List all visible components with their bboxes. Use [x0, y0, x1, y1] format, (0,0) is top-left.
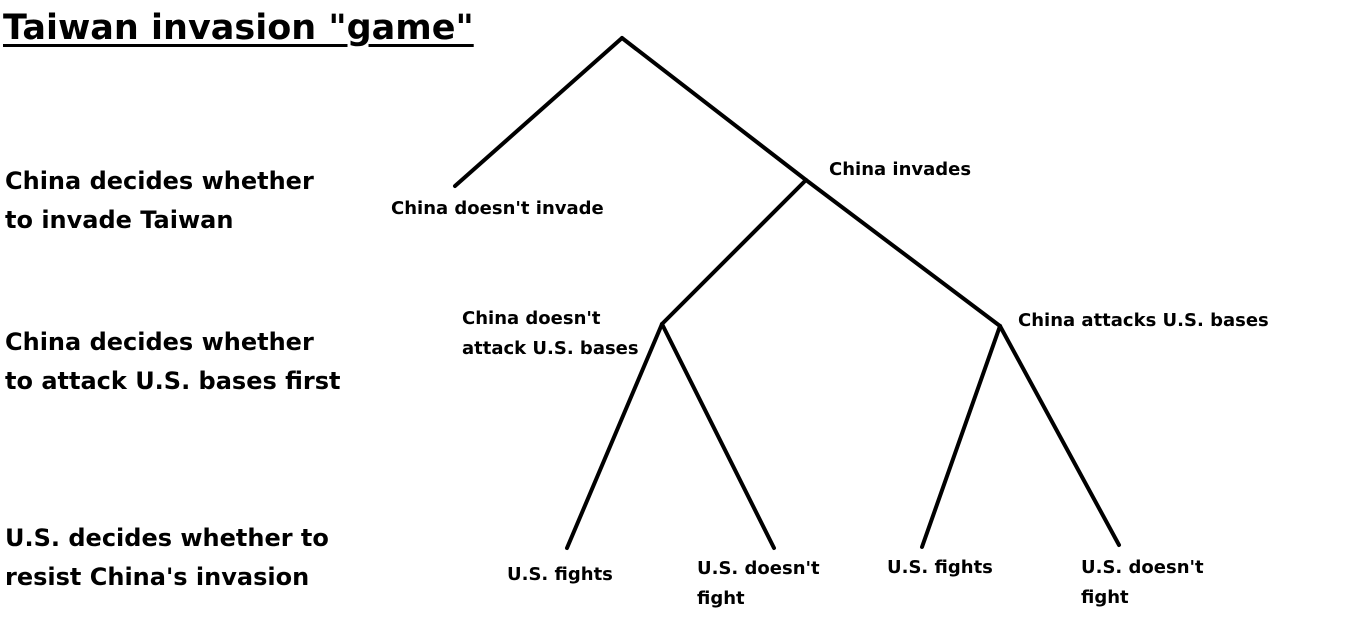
- edge-invades-attacks: [804, 178, 1002, 328]
- stage-label-line: to invade Taiwan: [5, 206, 234, 234]
- edge-root-no-invade: [453, 36, 624, 188]
- stage-label-line: U.S. decides whether to: [5, 524, 329, 552]
- edge-no-attack-us-fights: [565, 322, 664, 550]
- leaf-label-us-fights-2: U.S. fights: [887, 557, 993, 578]
- node-label-line: fight: [697, 588, 745, 609]
- stage-label-line: China decides whether: [5, 167, 314, 195]
- edge-attacks-us-fights: [920, 324, 1002, 549]
- edge-invades-no-attack: [660, 178, 808, 326]
- leaf-label-us-no-fight-2: U.S. doesn't fight: [1081, 553, 1204, 613]
- leaf-label-us-fights-1: U.S. fights: [507, 564, 613, 585]
- node-label-line: China doesn't: [462, 308, 601, 329]
- node-label-no-invade: China doesn't invade: [391, 198, 604, 219]
- node-label-no-attack: China doesn't attack U.S. bases: [462, 304, 639, 364]
- stage-label-attack-bases: China decides whether to attack U.S. bas…: [5, 323, 345, 401]
- node-label-invades: China invades: [829, 159, 972, 180]
- edge-no-attack-us-no-fight: [660, 322, 776, 550]
- leaf-label-us-no-fight-1: U.S. doesn't fight: [697, 554, 820, 614]
- edge-attacks-us-no-fight: [998, 324, 1121, 547]
- node-label-line: U.S. doesn't: [1081, 557, 1204, 578]
- node-label-line: U.S. doesn't: [697, 558, 820, 579]
- stage-label-us-resist: U.S. decides whether to resist China's i…: [5, 519, 345, 597]
- stage-label-line: to attack U.S. bases first: [5, 367, 341, 395]
- node-label-attacks: China attacks U.S. bases: [1018, 310, 1269, 331]
- node-label-line: attack U.S. bases: [462, 338, 639, 359]
- stage-label-invade: China decides whether to invade Taiwan: [5, 162, 345, 240]
- edge-root-invades: [620, 36, 808, 182]
- diagram-title: Taiwan invasion "game": [3, 8, 474, 48]
- stage-label-line: China decides whether: [5, 328, 314, 356]
- node-label-line: fight: [1081, 587, 1129, 608]
- stage-label-line: resist China's invasion: [5, 563, 310, 591]
